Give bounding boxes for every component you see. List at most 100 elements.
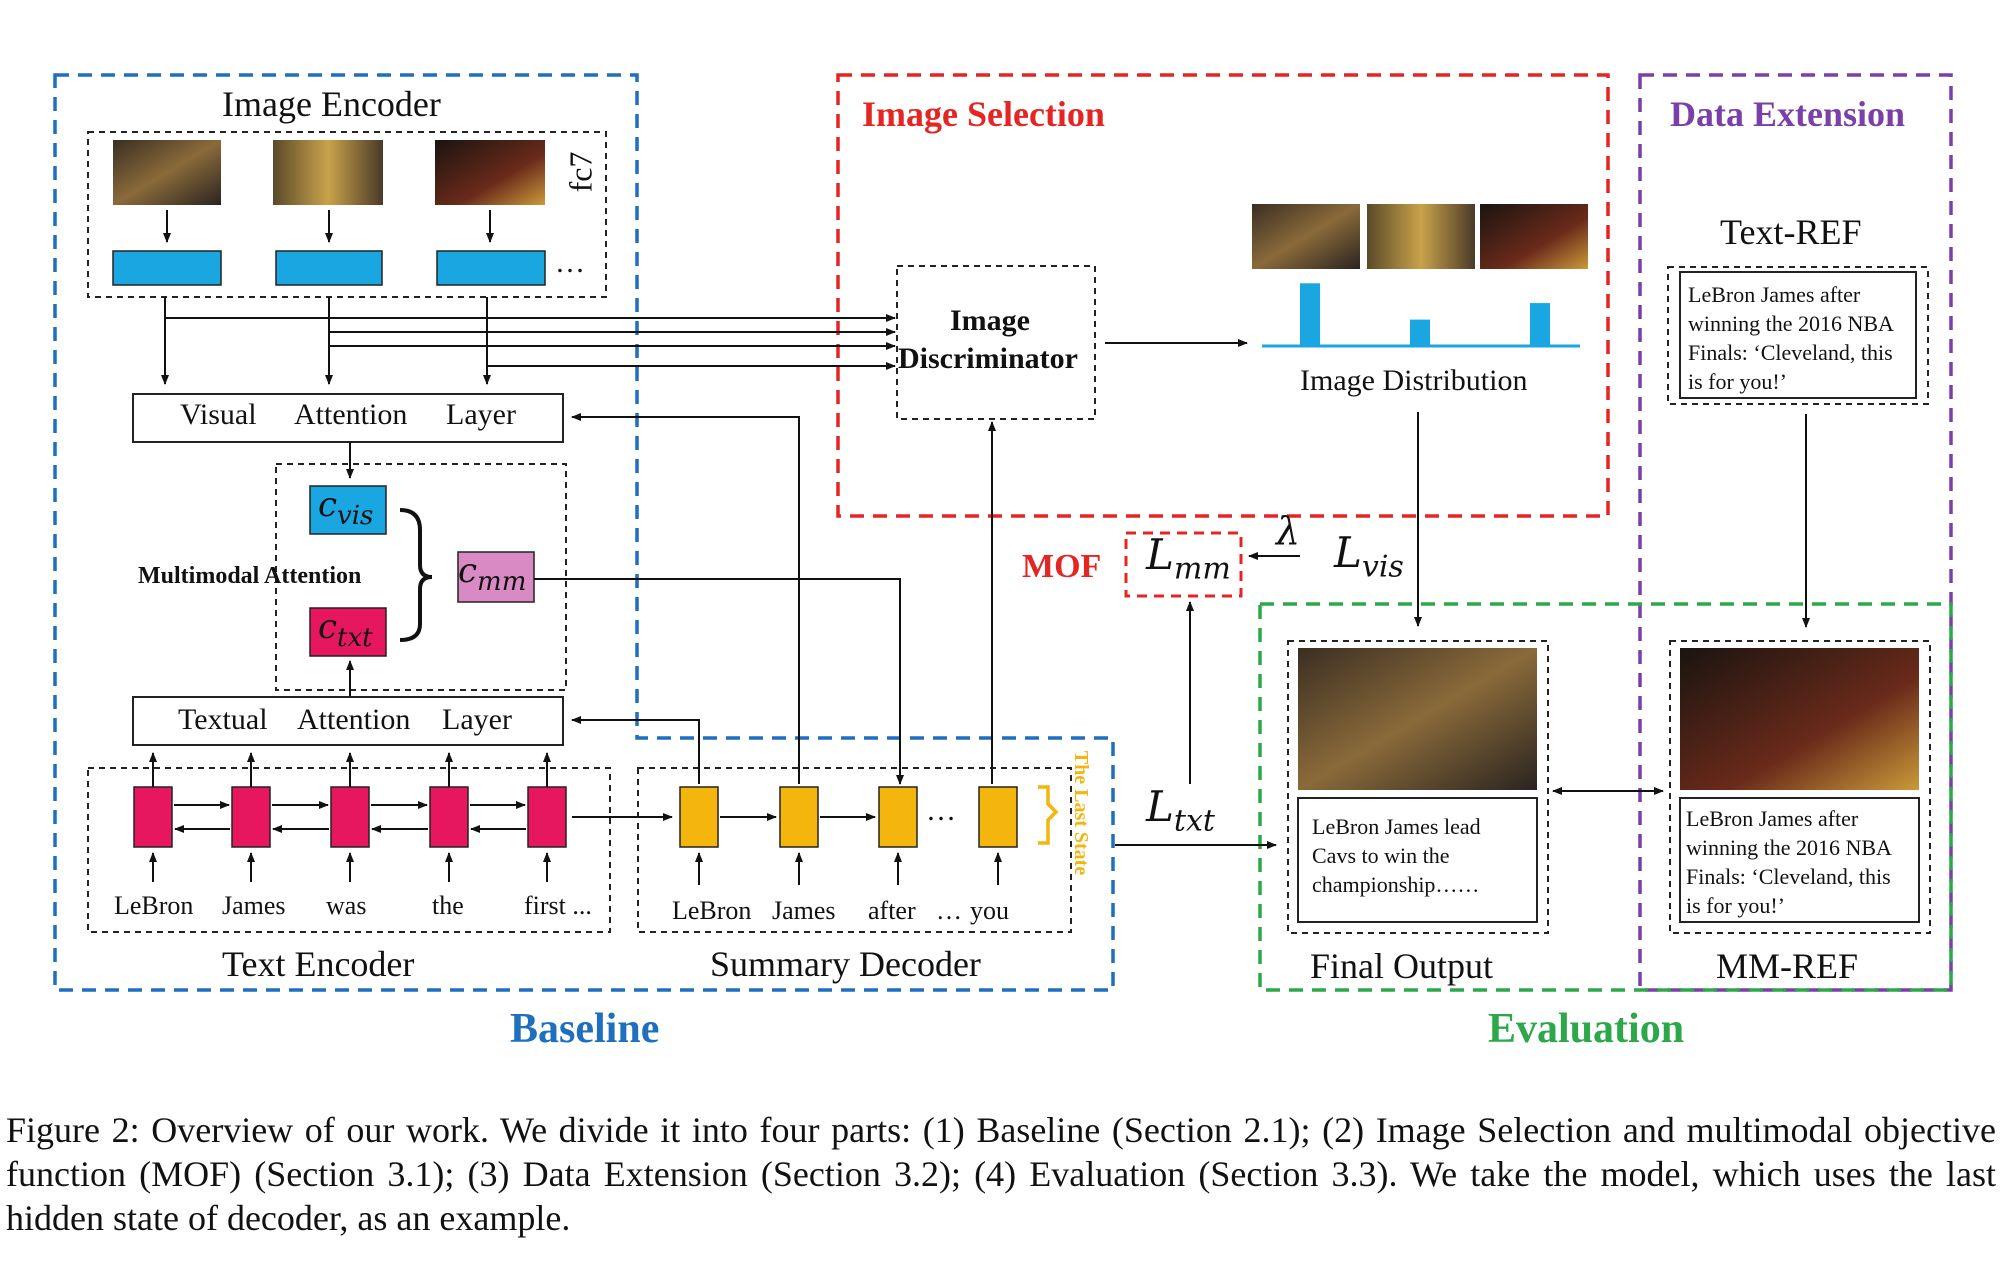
- mm-ref-outer: [1669, 640, 1931, 934]
- mm-ref-line-4: is for you!’: [1686, 893, 1785, 918]
- decoder-word-3: after: [868, 896, 916, 925]
- visual-label: Visual: [180, 398, 257, 431]
- mof-label: MOF: [1022, 548, 1102, 585]
- baseline-frame: [53, 73, 1115, 992]
- text-ref-line-3: Finals: ‘Cleveland, this: [1688, 340, 1893, 365]
- evaluation-frame: [1258, 602, 1953, 992]
- final-output-text-box: [1297, 797, 1538, 923]
- encoder-word-5: first ...: [524, 891, 592, 920]
- textual-attention-label: Attention: [297, 703, 411, 736]
- sequence-cells: [133, 752, 1018, 885]
- textual-label: Textual: [178, 703, 268, 736]
- distribution-bar-2: [1410, 319, 1430, 346]
- c-vis-box: [309, 485, 387, 535]
- decoder-cell-2: [779, 786, 819, 848]
- encoder-photo-2: [273, 140, 383, 205]
- decoder-cell-3: [878, 786, 918, 848]
- text-encoder-box: [87, 767, 611, 933]
- distribution-bar-3: [1530, 303, 1550, 346]
- decoder-word-5: you: [970, 896, 1009, 925]
- text-ref-line-1: LeBron James after: [1688, 282, 1861, 307]
- multimodal-attention-label: Multimodal Attention: [138, 563, 362, 589]
- visual-attention-layer: [132, 393, 564, 443]
- image-discriminator-box: [896, 265, 1096, 420]
- encoder-ellipsis: …: [555, 246, 585, 279]
- image-distribution-label: Image Distribution: [1300, 364, 1528, 397]
- final-output-outer: [1287, 640, 1549, 934]
- l-mm-symbol: Lmm: [1146, 530, 1231, 587]
- text-ref-title: Text-REF: [1720, 212, 1862, 252]
- summary-decoder-box: [637, 767, 1072, 933]
- discriminator-line-1: Image: [950, 304, 1030, 337]
- distribution-photo-2: [1367, 204, 1475, 269]
- text-ref-line-4: is for you!’: [1688, 369, 1787, 394]
- multimodal-brace: [399, 508, 433, 642]
- c-vis-symbol: cvis: [318, 485, 374, 531]
- l-txt-symbol: Ltxt: [1146, 782, 1215, 839]
- encoder-cell-2: [231, 786, 271, 848]
- encoder-cell-1: [133, 786, 173, 848]
- text-ref-inner: [1679, 271, 1917, 399]
- mm-ref-photo: [1680, 648, 1919, 790]
- fc7-label: fc7: [562, 151, 599, 193]
- distribution-photo-3: [1480, 204, 1588, 269]
- encoder-word-1: LeBron: [114, 891, 194, 920]
- text-ref-line-2: winning the 2016 NBA: [1688, 311, 1894, 336]
- evaluation-title: Evaluation: [1488, 1006, 1685, 1052]
- c-txt-symbol: ctxt: [318, 607, 373, 653]
- decoder-cell-1: [679, 786, 719, 848]
- encoder-word-3: was: [326, 891, 367, 920]
- encoder-cell-5: [527, 786, 567, 848]
- decoder-ellipsis: …: [926, 794, 956, 827]
- fc7-block-3: [436, 250, 546, 286]
- c-mm-box: [457, 551, 535, 603]
- mm-ref-text-box: [1679, 797, 1920, 923]
- discriminator-line-2: Discriminator: [898, 342, 1078, 375]
- final-output-line-1: LeBron James lead: [1312, 814, 1481, 839]
- c-txt-box: [309, 607, 387, 657]
- textual-attention-layer: [132, 696, 564, 746]
- mm-ref-line-1: LeBron James after: [1686, 806, 1859, 831]
- encoder-word-4: the: [432, 891, 464, 920]
- visual-attention-label: Attention: [294, 398, 408, 431]
- c-mm-symbol: cmm: [458, 551, 527, 597]
- l-vis-symbol: Lvis: [1334, 528, 1404, 585]
- encoder-cell-4: [429, 786, 469, 848]
- final-output-line-3: championship……: [1312, 872, 1480, 897]
- distribution-photo-1: [1252, 204, 1360, 269]
- final-output-title: Final Output: [1310, 946, 1494, 986]
- summary-decoder-title: Summary Decoder: [710, 944, 981, 984]
- fc7-block-1: [112, 250, 222, 286]
- baseline-title: Baseline: [510, 1006, 660, 1052]
- mm-ref-title: MM-REF: [1716, 946, 1859, 986]
- image-encoder-title: Image Encoder: [222, 84, 441, 124]
- multimodal-attention-box: [275, 463, 567, 691]
- last-state-bracket: [1038, 785, 1059, 845]
- text-encoder-title: Text Encoder: [222, 944, 415, 984]
- figure-caption: Figure 2: Overview of our work. We divid…: [6, 1110, 1996, 1238]
- l-mm-box: [1124, 531, 1243, 598]
- final-output-photo: [1298, 648, 1537, 790]
- final-output-line-2: Cavs to win the: [1312, 843, 1450, 868]
- mm-ref-line-2: winning the 2016 NBA: [1686, 835, 1892, 860]
- fc7-block-2: [275, 250, 383, 286]
- image-selection-title: Image Selection: [862, 94, 1105, 134]
- textual-layer-label: Layer: [442, 703, 512, 736]
- lambda-symbol: λ: [1276, 509, 1301, 553]
- last-state-label: The Last State: [1070, 750, 1093, 876]
- image-encoder-box: [87, 131, 607, 298]
- encoder-photo-3: [435, 140, 545, 205]
- decoder-word-2: James: [772, 896, 836, 925]
- image-distribution-chart: [1300, 283, 1550, 346]
- mm-ref-line-3: Finals: ‘Cleveland, this: [1686, 864, 1891, 889]
- data-extension-title: Data Extension: [1670, 94, 1906, 134]
- decoder-cell-4: [978, 786, 1018, 848]
- encoder-word-2: James: [222, 891, 286, 920]
- encoder-cell-3: [330, 786, 370, 848]
- decoder-word-1: LeBron: [672, 896, 752, 925]
- distribution-bar-1: [1300, 283, 1320, 346]
- encoder-photo-1: [113, 140, 221, 205]
- visual-layer-label: Layer: [446, 398, 516, 431]
